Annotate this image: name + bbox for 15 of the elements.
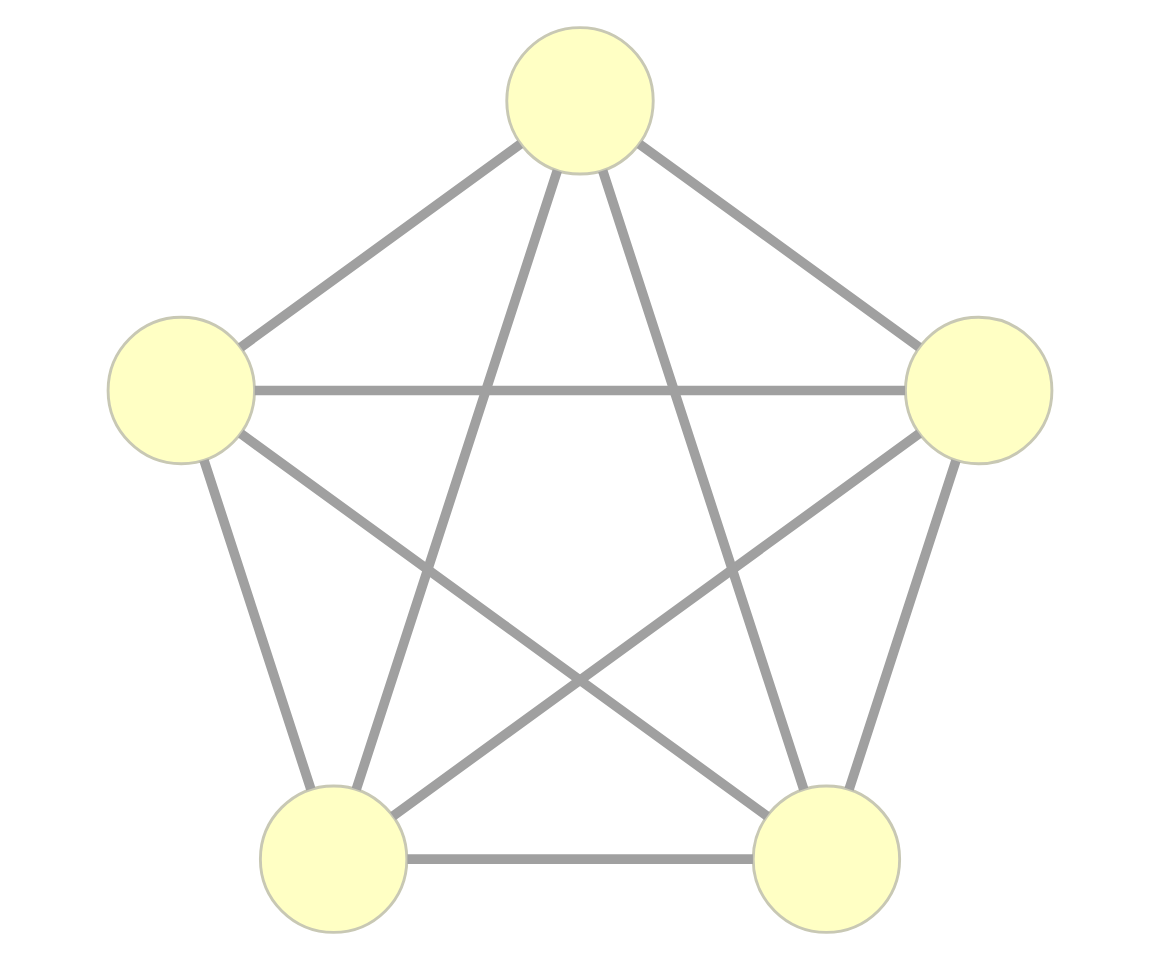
- connector: [406, 853, 752, 863]
- connector: [635, 139, 921, 350]
- connector: [350, 168, 561, 790]
- node-circle: [105, 314, 255, 465]
- connector: [237, 428, 769, 819]
- node-circle: [504, 25, 654, 175]
- connector: [389, 428, 921, 819]
- connector: [253, 384, 905, 395]
- connector: [597, 168, 808, 790]
- connector: [198, 457, 315, 790]
- connector: [843, 458, 960, 790]
- connector: [236, 139, 523, 351]
- node-circle: [257, 783, 408, 933]
- node-circle: [750, 783, 901, 933]
- node-circle: [903, 314, 1053, 465]
